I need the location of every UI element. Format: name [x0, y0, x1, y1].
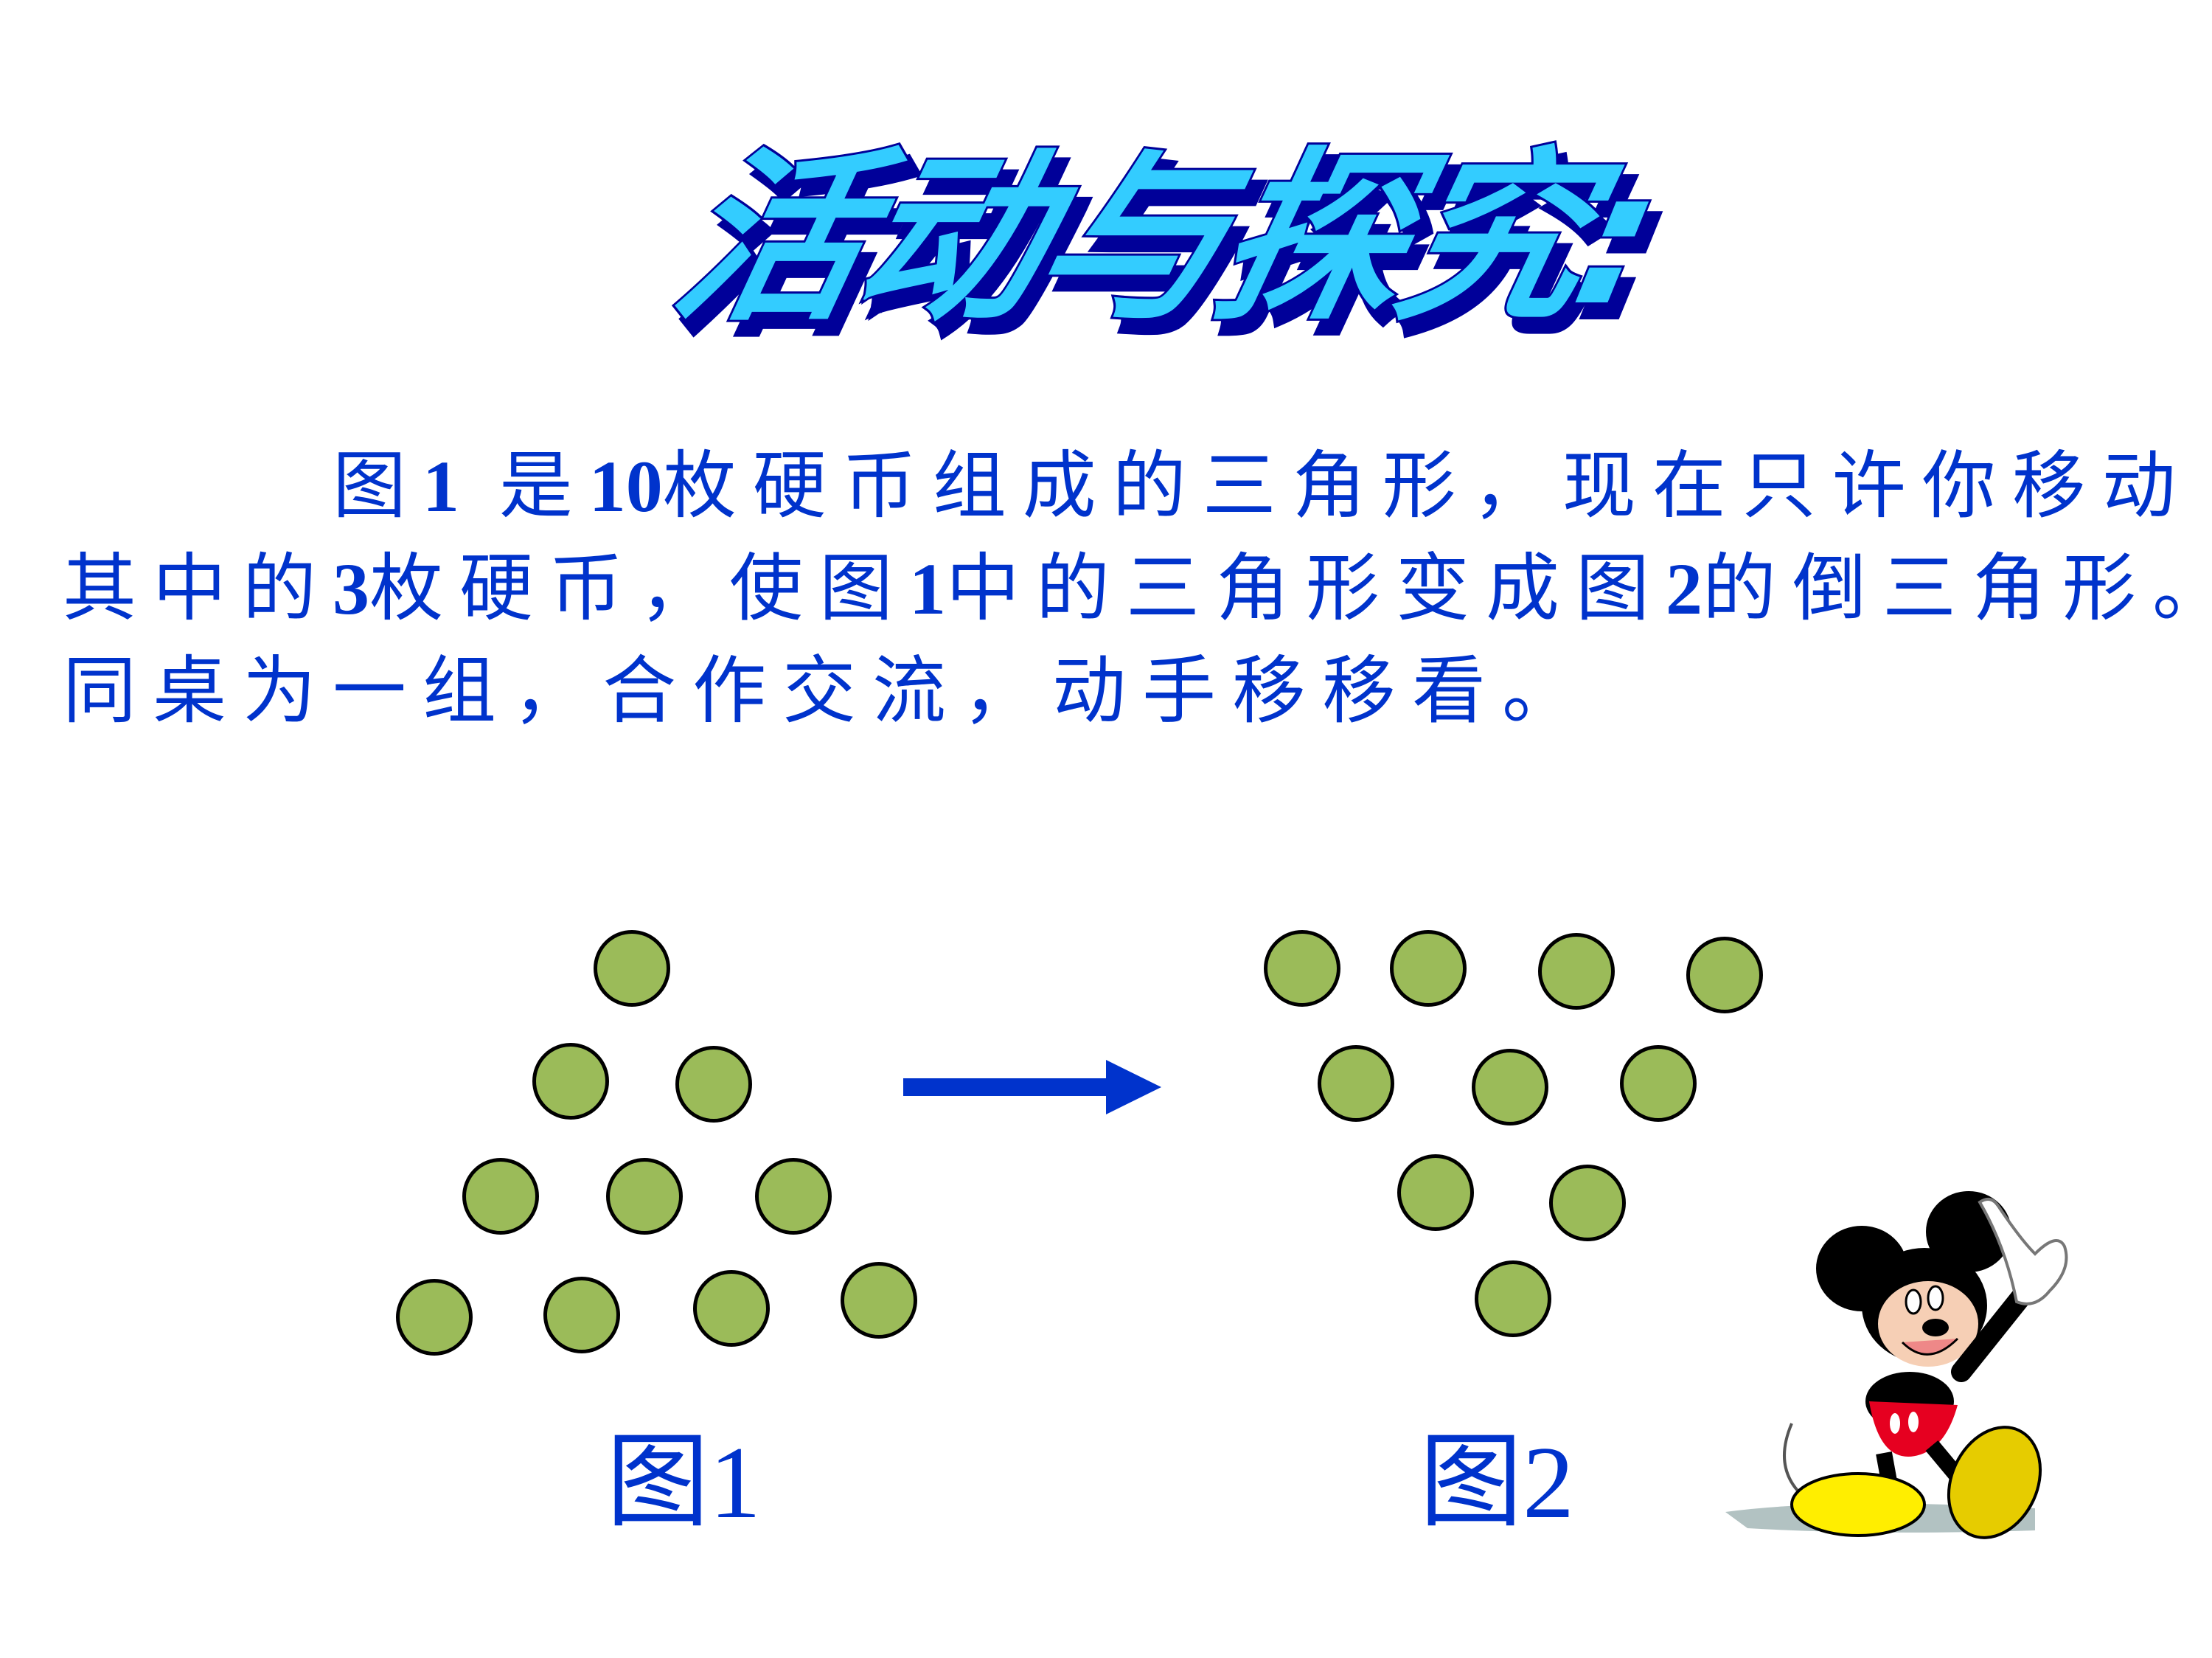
wordart-title: 活动与探究: 活动与探究:: [657, 129, 1686, 364]
text-segment: 的倒三角形。: [1703, 545, 2212, 631]
figure-1-coin-6: [755, 1158, 832, 1235]
text-segment: 图: [333, 443, 422, 529]
figure-1-coin-1: [594, 930, 670, 1007]
figure-label-char: 图: [1419, 1422, 1523, 1542]
figure-1-coin-4: [462, 1158, 539, 1235]
figure-1-coin-10: [841, 1262, 917, 1339]
instruction-line-3: 同桌为一组，合作交流，动手移移看。: [63, 640, 2201, 742]
figure-1-coin-7: [396, 1279, 473, 1356]
figure-1-coin-5: [606, 1158, 683, 1235]
slide-title: 活动与探究: 活动与探究:: [657, 81, 1686, 369]
figure-1-coin-2: [532, 1043, 609, 1120]
figure-1-coin-8: [543, 1277, 620, 1353]
figure-2-coin-7: [1620, 1045, 1697, 1122]
text-segment: 是: [459, 443, 589, 529]
figure-2-coin-5: [1318, 1045, 1394, 1122]
figure-2-coin-4: [1686, 937, 1763, 1013]
figure-1-coin-9: [693, 1270, 770, 1347]
instruction-paragraph: 图1 是10枚硬币组成的三角形，现在只许你移动 其中的3枚硬币，使图1中的三角形…: [63, 435, 2212, 742]
figure-label-number: 1: [709, 1426, 762, 1540]
number-segment: 3: [333, 548, 369, 630]
text-segment: 同桌为一组，合作交流，动手移移看。: [63, 648, 1592, 734]
number-segment: 2: [1666, 548, 1703, 630]
figure-2-coin-9: [1549, 1165, 1626, 1241]
figure-2-coin-6: [1472, 1049, 1548, 1125]
figure-1-label: 图1: [606, 1427, 761, 1539]
number-segment: 1: [909, 548, 946, 630]
text-segment: 中的三角形变成图: [946, 545, 1666, 631]
figure-2-coin-2: [1390, 930, 1467, 1007]
figure-label-number: 2: [1523, 1426, 1575, 1540]
instruction-line-2: 其中的3枚硬币，使图1中的三角形变成图2的倒三角形。: [63, 538, 2212, 640]
right-arrow-icon: [903, 1060, 1161, 1114]
cartoon-mouse-mascot-icon: [1725, 1191, 2068, 1539]
figure-2-coin-3: [1538, 933, 1615, 1010]
title-shadow: 活动与探究:: [668, 145, 1683, 360]
title-text: 活动与探究:: [659, 131, 1674, 347]
text-segment: 枚硬币组成的三角形，现在只许你移动: [662, 443, 2192, 529]
text-segment: 其中的: [63, 545, 333, 631]
figure-1-coin-3: [675, 1046, 752, 1123]
number-segment: 1: [422, 445, 459, 527]
figure-2-coin-10: [1475, 1260, 1551, 1337]
figure-2-coin-8: [1397, 1154, 1474, 1231]
instruction-line-1: 图1 是10枚硬币组成的三角形，现在只许你移动: [63, 435, 2201, 538]
number-segment: 10: [588, 445, 663, 527]
figure-2-label: 图2: [1419, 1427, 1574, 1539]
figure-label-char: 图: [606, 1422, 710, 1542]
figure-2-coin-1: [1264, 930, 1340, 1007]
text-segment: 枚硬币，使图: [369, 545, 909, 631]
